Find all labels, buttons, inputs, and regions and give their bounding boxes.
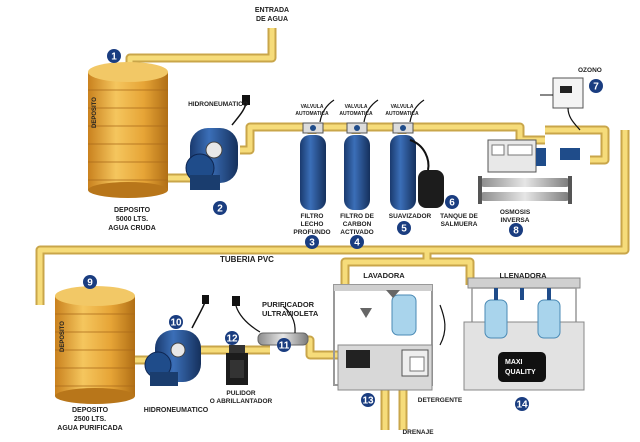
valve-label-2a: VALVULA [345, 104, 368, 110]
svg-text:7: 7 [593, 82, 599, 93]
tank-side-label: DEPOSITO [60, 321, 66, 352]
step-badge: 8 [509, 223, 523, 237]
brand-logo: MAXI QUALITY [498, 352, 546, 382]
filter-carbon-label-1: FILTRO DE [340, 213, 374, 220]
valve-label-1b: AUTOMATICA [295, 111, 329, 117]
brand-logo-text-2: QUALITY [505, 369, 536, 376]
step-badges: 1 2 3 4 5 6 7 8 9 10 11 12 13 14 [83, 49, 603, 411]
reverse-osmosis [478, 139, 580, 204]
valve-label-2b: AUTOMATICA [339, 111, 373, 117]
filler-label: LLENADORA [499, 271, 547, 280]
svg-text:5: 5 [401, 224, 407, 235]
svg-text:11: 11 [279, 341, 290, 352]
filter-carbon-label-3: ACTIVADO [340, 229, 373, 236]
svg-text:4: 4 [354, 238, 360, 249]
hydropneumatic-top [185, 95, 250, 190]
step-badge: 2 [213, 201, 227, 215]
pure-tank-label-1: DEPOSITO [72, 407, 109, 414]
filler-machine: MAXI QUALITY [463, 277, 585, 391]
ozone-generator [540, 77, 584, 131]
valve-label-3b: AUTOMATICA [385, 111, 419, 117]
filter-deep-bed [300, 122, 326, 210]
step-badge: 9 [83, 275, 97, 289]
filter-deep-label-1: FILTRO [301, 213, 324, 220]
brine-label-1: TANQUE DE [440, 213, 478, 220]
softener [390, 122, 416, 210]
step-badge: 5 [397, 221, 411, 235]
labels: ENTRADA DE AGUA DEPOSITO 5000 LTS. AGUA … [57, 7, 602, 436]
drain-label: DRENAJE [402, 429, 434, 436]
svg-text:13: 13 [362, 396, 374, 407]
detergent-label: DETERGENTE [418, 397, 463, 404]
svg-text:8: 8 [513, 226, 519, 237]
polisher-filter [226, 345, 248, 385]
svg-text:14: 14 [516, 400, 528, 411]
step-badge: 6 [445, 195, 459, 209]
raw-water-tank: DEPOSITO [88, 62, 168, 198]
uv-label-1: PURIFICADOR [262, 300, 315, 309]
raw-tank-label-2: 5000 LTS. [116, 216, 148, 223]
step-badge: 12 [225, 331, 239, 345]
brine-tank [409, 139, 444, 208]
hydro-top-label: HIDRONEUMATICO [188, 101, 248, 108]
valve-label-1a: VALVULA [301, 104, 324, 110]
step-badge: 3 [305, 235, 319, 249]
svg-text:1: 1 [111, 52, 117, 63]
valve-label-3a: VALVULA [391, 104, 414, 110]
svg-text:6: 6 [449, 198, 455, 209]
brand-logo-text-1: MAXI [505, 359, 523, 366]
tank-side-label: DEPOSITO [92, 97, 98, 128]
washer-label: LAVADORA [363, 271, 405, 280]
uv-label-2: ULTRAVIOLETA [262, 309, 319, 318]
hydro-bottom-label: HIDRONEUMATICO [144, 407, 209, 414]
pvc-label: TUBERIA PVC [220, 255, 274, 264]
ozone-label: OZONO [578, 67, 602, 74]
filter-deep-label-3: PROFUNDO [293, 229, 330, 236]
ro-label-2: INVERSA [501, 217, 530, 224]
svg-text:9: 9 [87, 278, 93, 289]
washer-machine [333, 284, 446, 391]
step-badge: 14 [515, 397, 529, 411]
pure-tank-label-2: 2500 LTS. [74, 416, 106, 423]
raw-tank-label-1: DEPOSITO [114, 207, 151, 214]
polisher-label-1: PULIDOR [226, 390, 256, 397]
filter-deep-label-2: LECHO [301, 221, 324, 228]
svg-text:10: 10 [170, 318, 182, 329]
step-badge: 7 [589, 79, 603, 93]
filter-cords [319, 99, 425, 123]
filter-carbon [344, 122, 370, 210]
step-badge: 4 [350, 235, 364, 249]
step-badge: 11 [277, 338, 291, 352]
hydropneumatic-bottom [144, 295, 209, 386]
step-badge: 13 [361, 393, 375, 407]
filter-carbon-label-2: CARBON [343, 221, 372, 228]
inlet-label-1: ENTRADA [255, 7, 289, 14]
svg-text:3: 3 [309, 238, 315, 249]
inlet-label-2: DE AGUA [256, 16, 288, 23]
step-badge: 1 [107, 49, 121, 63]
softener-label: SUAVIZADOR [389, 213, 432, 220]
raw-tank-label-3: AGUA CRUDA [108, 225, 156, 232]
svg-text:12: 12 [226, 334, 238, 345]
ro-label-1: OSMOSIS [500, 209, 531, 216]
step-badge: 10 [169, 315, 183, 329]
svg-text:2: 2 [217, 204, 223, 215]
polisher-label-2: O ABRILLANTADOR [210, 398, 273, 405]
brine-label-2: SALMUERA [441, 221, 478, 228]
purified-water-tank: DEPOSITO [55, 286, 135, 404]
pure-tank-label-3: AGUA PURIFICADA [57, 425, 122, 432]
